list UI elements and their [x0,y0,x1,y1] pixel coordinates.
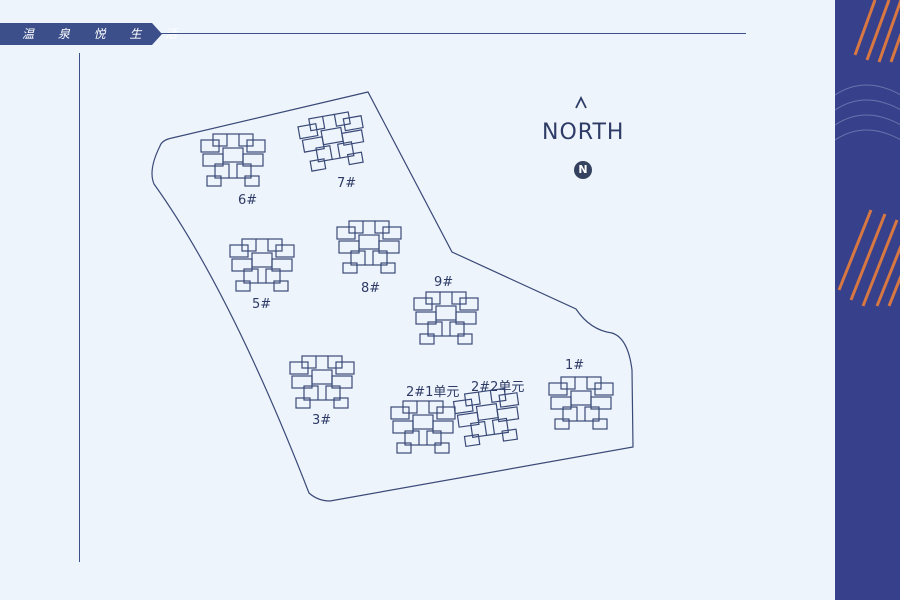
north-badge: N [574,161,592,179]
building-6-footprint [200,133,266,187]
building-1-footprint [548,376,614,430]
building-label-2-unit-2: 2#2单元 [471,380,525,395]
decorative-side-panel [835,0,900,600]
building-7-footprint [296,109,370,173]
header-banner [0,23,162,45]
north-arrow-icon [575,96,587,109]
building-2-unit-2-footprint [452,386,524,448]
building-3-footprint [289,355,355,409]
building-label-9: 9# [434,275,454,290]
building-2-unit-1-footprint [390,400,456,454]
site-map [151,91,634,502]
building-label-2-unit-1: 2#1单元 [406,385,460,400]
building-label-1: 1# [565,358,585,373]
building-5-footprint [229,238,295,292]
building-label-7: 7# [337,176,357,191]
header-rule [160,33,746,34]
site-boundary [151,91,634,502]
building-9-footprint [413,291,479,345]
building-label-8: 8# [361,281,381,296]
building-label-3: 3# [312,413,332,428]
north-label: NORTH [542,120,625,145]
building-label-5: 5# [252,297,272,312]
building-label-6: 6# [238,193,258,208]
building-8-footprint [336,220,402,274]
header-title: 温 泉 悦 生 活 [22,27,188,41]
left-rule [79,53,80,562]
